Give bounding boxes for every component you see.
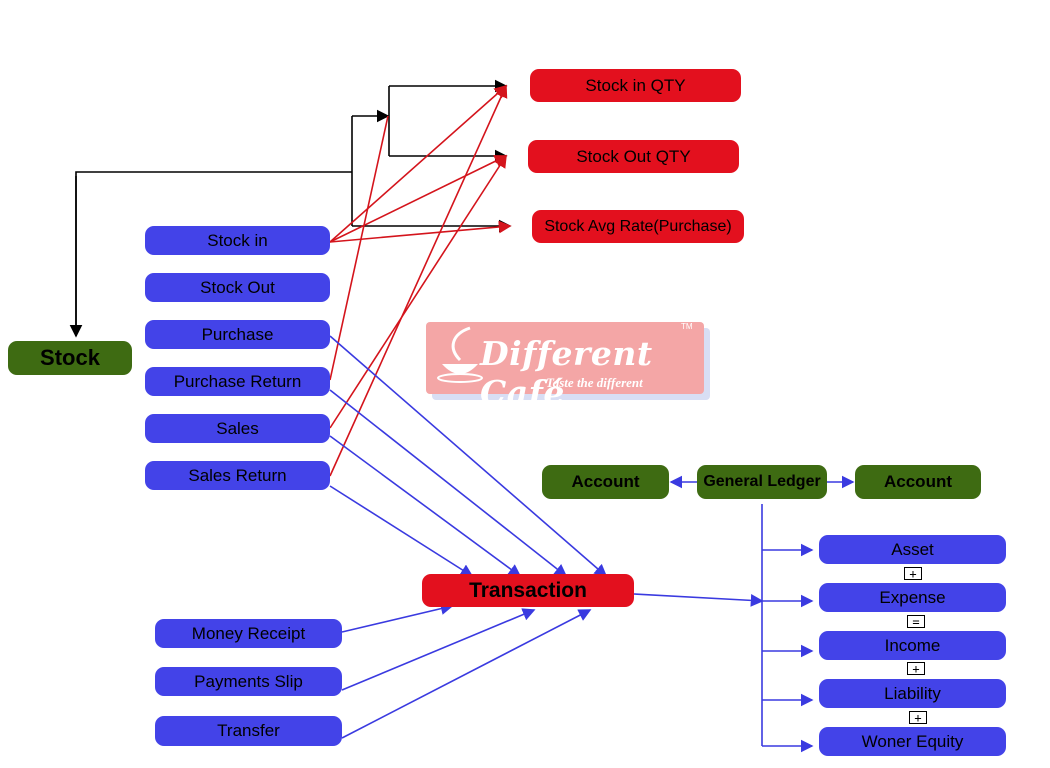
plus-sign-icon: + (907, 662, 925, 676)
account-liability: Liability (819, 679, 1006, 708)
logo-tagline: Taste the different (546, 375, 643, 390)
different-cafe-logo: Different Café Taste the different TM (426, 322, 710, 412)
account-income: Income (819, 631, 1006, 660)
account-expense: Expense (819, 583, 1006, 612)
stock-node: Stock (8, 341, 132, 375)
stock-out-qty-node: Stock Out QTY (528, 140, 739, 173)
account-asset: Asset (819, 535, 1006, 564)
coffee-cup-icon (437, 326, 483, 383)
stock-in-qty-node: Stock in QTY (530, 69, 741, 102)
account-woner-equity: Woner Equity (819, 727, 1006, 756)
logo-trademark: TM (681, 322, 693, 331)
stock-item-stock-out: Stock Out (145, 273, 330, 302)
account-left-node: Account (542, 465, 669, 499)
money-item-transfer: Transfer (155, 716, 342, 746)
stock-item-purchase: Purchase (145, 320, 330, 349)
money-item-money-receipt: Money Receipt (155, 619, 342, 648)
equals-sign-icon: = (907, 615, 925, 629)
stock-item-sales-return: Sales Return (145, 461, 330, 490)
stock-bracket-lines (69, 79, 512, 338)
ledger-lines (669, 475, 855, 753)
plus-sign-icon: + (909, 711, 927, 725)
logo-name: Different Café (480, 334, 653, 412)
stock-item-purchase-return: Purchase Return (145, 367, 330, 396)
stock-to-transaction-lines (329, 335, 764, 739)
stock-item-stock-in: Stock in (145, 226, 330, 255)
money-item-payments-slip: Payments Slip (155, 667, 342, 696)
stock-avg-rate-node: Stock Avg Rate(Purchase) (532, 210, 744, 243)
stock-item-sales: Sales (145, 414, 330, 443)
plus-sign-icon: + (904, 567, 922, 581)
stock-to-output-lines (329, 84, 512, 477)
account-right-node: Account (855, 465, 981, 499)
general-ledger-node: General Ledger (697, 465, 827, 499)
transaction-node: Transaction (422, 574, 634, 607)
